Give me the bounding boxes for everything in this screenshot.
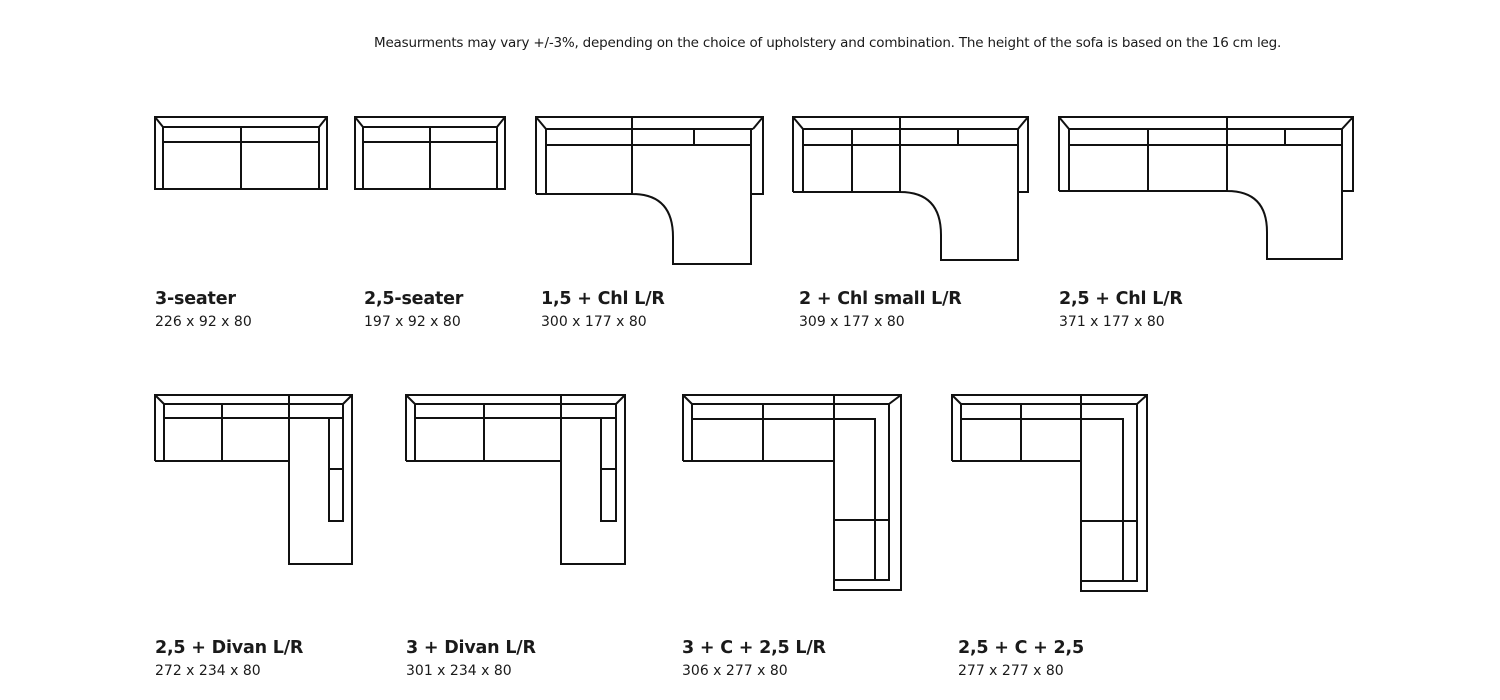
sofa-item: 2,5 + C + 2,5 277 x 277 x 80 (958, 638, 1084, 679)
sofa-drawing-3-seater (154, 116, 328, 190)
sofa-drawing-3-divan (405, 394, 626, 565)
sofa-dimensions: 371 x 177 x 80 (1059, 314, 1165, 330)
sofa-drawing-2-5-c-2-5 (951, 394, 1148, 592)
sofa-drawing-2-5-seater (354, 116, 506, 190)
sofa-dimensions: 226 x 92 x 80 (155, 314, 252, 330)
measurement-note: Measurments may vary +/-3%, depending on… (374, 35, 1282, 51)
sofa-name: 3-seater (155, 289, 236, 309)
sofa-item: 1,5 + Chl L/R 300 x 177 x 80 (541, 289, 665, 330)
sofa-dimensions: 309 x 177 x 80 (799, 314, 905, 330)
sofa-drawing-2-chl-small (792, 116, 1029, 261)
sofa-name: 2 + Chl small L/R (799, 289, 962, 309)
sofa-item: 2,5-seater 197 x 92 x 80 (364, 289, 463, 330)
sofa-drawing-2-5-divan (154, 394, 353, 565)
sofa-drawing-3-c-2-5 (682, 394, 902, 591)
sofa-dimensions: 301 x 234 x 80 (406, 663, 512, 679)
sofa-item: 3-seater 226 x 92 x 80 (155, 289, 252, 330)
sofa-name: 2,5 + C + 2,5 (958, 638, 1084, 658)
sofa-name: 3 + Divan L/R (406, 638, 536, 658)
sofa-drawing-1-5-chl (535, 116, 764, 265)
sofa-item: 2 + Chl small L/R 309 x 177 x 80 (799, 289, 962, 330)
sofa-dimensions: 300 x 177 x 80 (541, 314, 647, 330)
sofa-item: 3 + C + 2,5 L/R 306 x 277 x 80 (682, 638, 826, 679)
sofa-name: 3 + C + 2,5 L/R (682, 638, 826, 658)
sofa-dimensions: 197 x 92 x 80 (364, 314, 461, 330)
sofa-dimensions: 306 x 277 x 80 (682, 663, 788, 679)
sofa-name: 2,5 + Divan L/R (155, 638, 304, 658)
sofa-item: 2,5 + Divan L/R 272 x 234 x 80 (155, 638, 303, 679)
sofa-dimensions: 272 x 234 x 80 (155, 663, 261, 679)
sofa-drawing-2-5-chl (1058, 116, 1354, 260)
sofa-dimensions: 277 x 277 x 80 (958, 663, 1064, 679)
sofa-item: 2,5 + Chl L/R 371 x 177 x 80 (1059, 289, 1183, 330)
sofa-item: 3 + Divan L/R 301 x 234 x 80 (406, 638, 536, 679)
sofa-name: 2,5 + Chl L/R (1059, 289, 1183, 309)
sofa-name: 1,5 + Chl L/R (541, 289, 665, 309)
sofa-name: 2,5-seater (364, 289, 464, 309)
